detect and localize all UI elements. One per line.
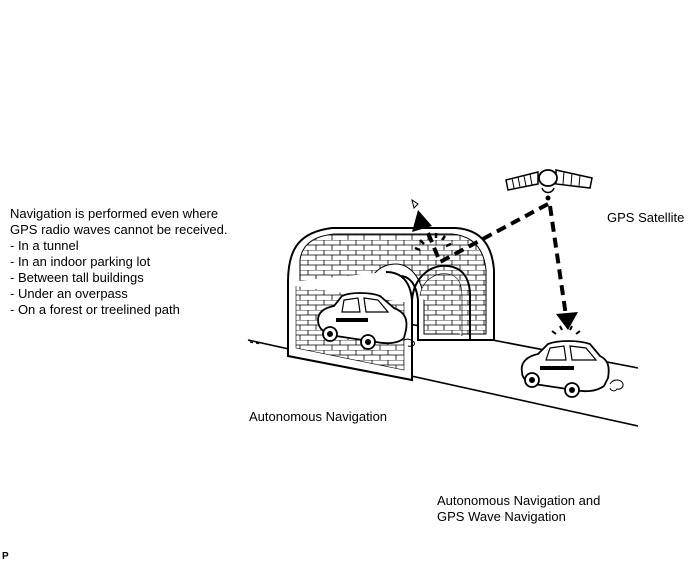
autonomous-navigation-label: Autonomous Navigation (249, 409, 388, 424)
description-line: - In a tunnel (10, 238, 79, 253)
description-line: - Under an overpass (10, 286, 128, 301)
gps-satellite-icon (505, 169, 593, 201)
gps-satellite-label: GPS Satellite (607, 210, 685, 225)
description-line: Navigation is performed even where (10, 206, 219, 221)
description-line: GPS radio waves cannot be received. (10, 222, 228, 237)
combined-navigation-label: Autonomous Navigation and GPS Wave Navig… (437, 493, 600, 525)
corner-mark: P (2, 551, 9, 562)
description-line: - In an indoor parking lot (10, 254, 151, 269)
combined-label-line-1: Autonomous Navigation and (437, 493, 601, 508)
description-line: - Between tall buildings (10, 270, 144, 285)
car-in-tunnel (317, 292, 415, 350)
received-signal (548, 205, 581, 335)
description-line: - On a forest or treelined path (10, 302, 180, 317)
blocked-signal (411, 198, 549, 265)
combined-label-line-2: GPS Wave Navigation (437, 509, 566, 524)
description-text: Navigation is performed even where GPS r… (10, 206, 228, 318)
car-on-open-road (520, 340, 624, 398)
